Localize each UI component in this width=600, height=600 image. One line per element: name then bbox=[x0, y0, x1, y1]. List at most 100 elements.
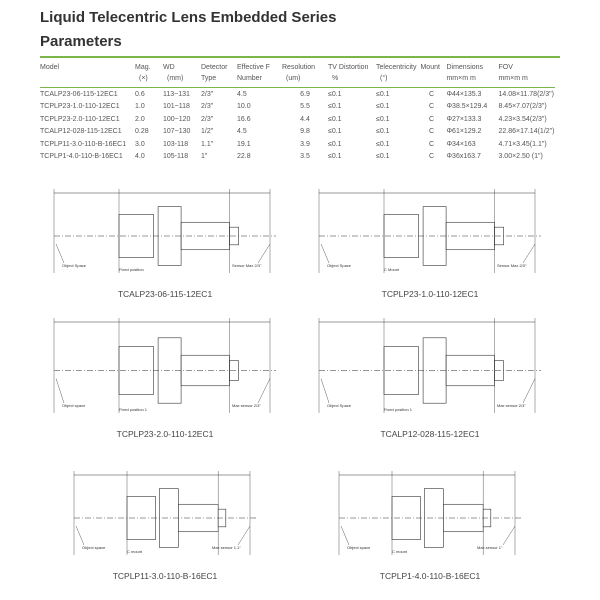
leader-line bbox=[320, 378, 330, 404]
leader-line bbox=[257, 243, 271, 264]
table-cell: 22.86×17.14(1/2") bbox=[498, 128, 555, 136]
table-cell: 3.00×2.50 (1") bbox=[498, 153, 543, 161]
table-cell: ≤0.1 bbox=[376, 90, 390, 98]
drawing-label: Max sensor 2/3" bbox=[232, 403, 261, 408]
table-cell: 105-118 bbox=[163, 153, 189, 161]
leader-line bbox=[257, 378, 271, 404]
leader-line bbox=[55, 243, 65, 264]
column-header-line: Resolution bbox=[282, 64, 316, 71]
drawing-label: C mount bbox=[392, 549, 408, 554]
column-header-line: Telecentricity bbox=[376, 64, 417, 71]
drawing-label: Object space bbox=[82, 545, 106, 550]
table-cell: 16.6 bbox=[237, 115, 251, 123]
drawing-label: Sensor Max 2/3" bbox=[232, 263, 262, 268]
table-cell: ≤0.1 bbox=[328, 103, 342, 111]
drawing-label: C Mount bbox=[384, 267, 400, 272]
drawing-caption: TCALP23-06-115-12EC1 bbox=[117, 289, 213, 299]
table-cell: TCPLP11-3.0-110-B-16EC1 bbox=[40, 140, 127, 148]
drawing-label: Object Space bbox=[327, 403, 352, 408]
table-cell: ≤0.1 bbox=[376, 128, 390, 136]
column-header-line: Model bbox=[40, 64, 60, 71]
column-header-line: Dimensions bbox=[446, 64, 484, 71]
drawing-label: Object space bbox=[62, 403, 86, 408]
column-header: Mag. (×) bbox=[135, 60, 163, 88]
drawing-label: Max sensor 1.1" bbox=[212, 545, 241, 550]
column-header-line: (um) bbox=[286, 75, 301, 82]
drawing-caption: TCPLP11-3.0-110-B-16EC1 bbox=[112, 571, 218, 581]
leader-line bbox=[522, 378, 536, 404]
page-title: Liquid Telecentric Lens Embedded Series bbox=[40, 9, 337, 26]
table-cell: ≤0.1 bbox=[328, 115, 342, 123]
table-cell: 8.45×7.07(2/3") bbox=[498, 103, 547, 111]
table-cell: 19.1 bbox=[237, 140, 251, 148]
column-header-line: TV Distortion bbox=[328, 64, 369, 71]
table-cell: C bbox=[428, 140, 434, 148]
column-header-line: % bbox=[332, 75, 339, 82]
table-cell: Φ44×135.3 bbox=[446, 90, 482, 98]
lens-schematic: Object space C mount Max sensor 1.1" bbox=[73, 471, 256, 555]
table-cell: ≤0.1 bbox=[328, 153, 342, 161]
leader-line bbox=[75, 525, 85, 546]
lens-drawing: Object space C mount Max sensor 1.1" bbox=[30, 465, 300, 563]
drawing-caption: TCPLP23-1.0-110-12EC1 bbox=[381, 289, 479, 299]
table-cell: 101~118 bbox=[163, 103, 190, 111]
table-cell: Φ36x163.7 bbox=[446, 153, 481, 161]
table-cell: C bbox=[428, 128, 434, 136]
column-header: WD(mm) bbox=[163, 60, 201, 88]
table-cell: C bbox=[428, 90, 434, 98]
table-cell: 2/3" bbox=[201, 103, 214, 111]
drawing-caption: TCALP12-028-115-12EC1 bbox=[380, 429, 480, 439]
table-cell: 103-118 bbox=[163, 140, 189, 148]
column-header-line: FOV bbox=[498, 64, 513, 71]
table-cell: 2/3" bbox=[201, 115, 214, 123]
table-cell: 14.08×11.78(2/3") bbox=[498, 90, 554, 98]
column-header-line: Effective F bbox=[237, 64, 270, 71]
table-cell: 1/2" bbox=[201, 128, 214, 136]
table-cell: Φ34×163 bbox=[446, 140, 476, 148]
table-cell: 1.0 bbox=[135, 103, 145, 111]
table-cell: 4.23×3.54(2/3") bbox=[498, 115, 547, 123]
table-cell: Φ27×133.3 bbox=[446, 115, 482, 123]
column-header-line: WD bbox=[163, 64, 175, 71]
drawing-label: Object Space bbox=[62, 263, 87, 268]
column-header-line: (×) bbox=[139, 75, 148, 82]
table-cell: 4.4 bbox=[300, 115, 310, 123]
table-cell: 5.5 bbox=[300, 103, 310, 111]
table-cell: 4.0 bbox=[135, 153, 145, 161]
table-cell: TCPLP23-2.0-110-12EC1 bbox=[40, 115, 120, 123]
drawing-label: Object Space bbox=[327, 263, 352, 268]
drawing-label: Object space bbox=[347, 545, 371, 550]
lens-drawing: Object Space C Mount Sensor Max 2/3" bbox=[295, 183, 565, 281]
table-cell: 0.6 bbox=[135, 90, 145, 98]
drawing-caption: TCPLP1-4.0-110-B-16EC1 bbox=[379, 571, 481, 581]
table-cell: 3.9 bbox=[300, 140, 310, 148]
table-cell: 9.8 bbox=[300, 128, 310, 136]
column-header-line: Number bbox=[237, 75, 262, 82]
drawing-label: Fixed position 1 bbox=[119, 407, 148, 412]
drawing-label: Fixed position 1 bbox=[384, 407, 413, 412]
column-header-line: Mag. bbox=[135, 64, 151, 71]
leader-line bbox=[237, 525, 251, 546]
table-cell: 22.8 bbox=[237, 153, 251, 161]
table-cell: TCALP23-06-115-12EC1 bbox=[40, 90, 118, 98]
leader-line bbox=[55, 378, 65, 404]
table-cell: 107~130 bbox=[163, 128, 191, 136]
drawing-label: Sensor Max 2/3" bbox=[497, 263, 527, 268]
table-cell: 1.1" bbox=[201, 140, 214, 148]
table-cell: 4.5 bbox=[237, 90, 247, 98]
table-cell: 2.0 bbox=[135, 115, 145, 123]
table-cell: ≤0.1 bbox=[376, 153, 390, 161]
drawing-label: C mount bbox=[127, 549, 143, 554]
column-header: Model bbox=[40, 60, 135, 88]
